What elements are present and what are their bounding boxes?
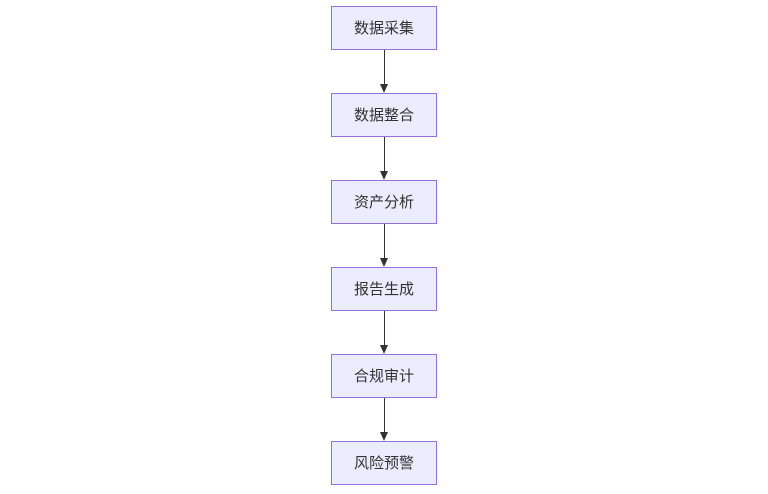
node-label: 数据整合 — [353, 106, 414, 124]
arrow-line — [383, 50, 385, 84]
arrow-line — [383, 137, 385, 171]
node-risk-warning: 风险预警 — [331, 441, 437, 485]
node-report-generation: 报告生成 — [331, 267, 437, 311]
arrowhead-down-icon — [380, 258, 388, 267]
node-asset-analysis: 资产分析 — [331, 180, 437, 224]
arrow-line — [383, 398, 385, 432]
flow-arrow — [380, 137, 388, 180]
arrow-line — [383, 311, 385, 345]
arrowhead-down-icon — [380, 84, 388, 93]
arrow-line — [383, 224, 385, 258]
node-compliance-audit: 合规审计 — [331, 354, 437, 398]
flow-arrow — [380, 224, 388, 267]
arrowhead-down-icon — [380, 345, 388, 354]
arrowhead-down-icon — [380, 171, 388, 180]
node-label: 风险预警 — [353, 454, 414, 472]
node-data-collection: 数据采集 — [331, 6, 437, 50]
node-label: 数据采集 — [353, 19, 414, 37]
flow-arrow — [380, 311, 388, 354]
node-label: 报告生成 — [353, 280, 414, 298]
node-label: 资产分析 — [353, 193, 414, 211]
node-data-integration: 数据整合 — [331, 93, 437, 137]
flow-arrow — [380, 398, 388, 441]
flow-arrow — [380, 50, 388, 93]
arrowhead-down-icon — [380, 432, 388, 441]
node-label: 合规审计 — [353, 367, 414, 385]
